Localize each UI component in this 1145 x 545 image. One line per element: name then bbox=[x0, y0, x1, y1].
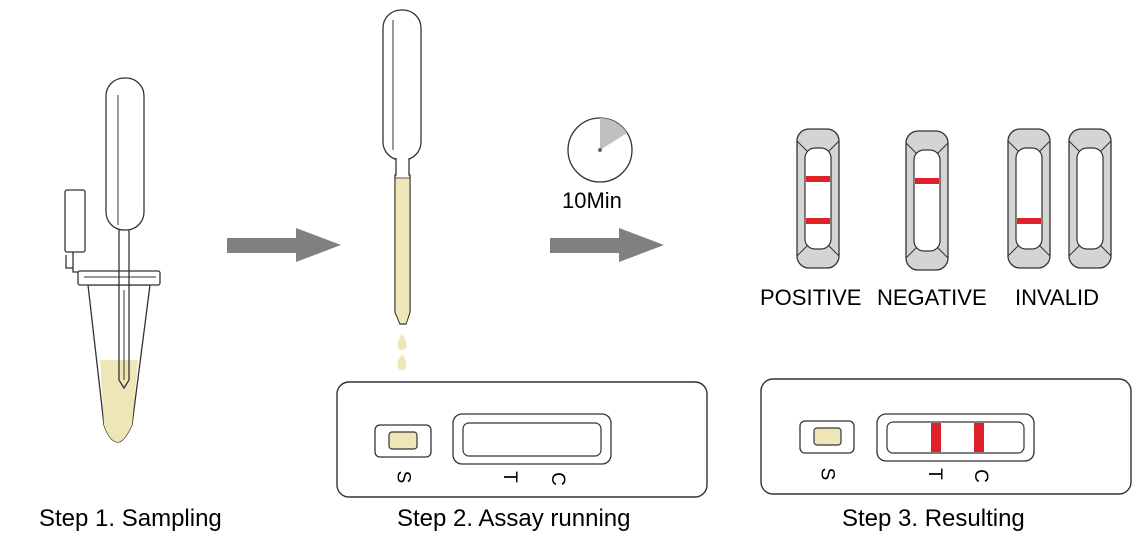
result-strip-invalid-2 bbox=[1068, 128, 1112, 269]
test-marking-step2: T bbox=[498, 471, 520, 483]
sampling-tube-illustration bbox=[64, 77, 161, 443]
step2-label: Step 2. Assay running bbox=[397, 505, 631, 532]
positive-label: POSITIVE bbox=[760, 285, 862, 310]
control-line-mark bbox=[974, 423, 984, 452]
negative-label: NEGATIVE bbox=[877, 285, 987, 310]
result-strip-positive bbox=[796, 128, 840, 269]
flow-arrow-2 bbox=[550, 228, 664, 262]
test-cassette-step3 bbox=[760, 378, 1132, 495]
control-marking-step2: C bbox=[546, 472, 568, 486]
timer-icon bbox=[567, 117, 633, 183]
control-marking-step3: C bbox=[969, 469, 991, 483]
result-strip-invalid-1 bbox=[1007, 128, 1051, 269]
timer-label: 10Min bbox=[562, 188, 622, 213]
invalid-label: INVALID bbox=[1015, 285, 1099, 310]
step1-label: Step 1. Sampling bbox=[39, 505, 222, 532]
test-marking-step3: T bbox=[923, 468, 945, 480]
test-cassette-step2 bbox=[336, 381, 708, 498]
result-strip-negative bbox=[905, 130, 949, 271]
flow-arrow-1 bbox=[227, 228, 341, 262]
test-line-mark bbox=[931, 423, 941, 452]
dispensing-dropper-illustration bbox=[382, 9, 422, 370]
sample-marking-step2: S bbox=[392, 470, 414, 484]
step3-label: Step 3. Resulting bbox=[842, 505, 1025, 532]
sample-marking-step3: S bbox=[816, 467, 838, 481]
